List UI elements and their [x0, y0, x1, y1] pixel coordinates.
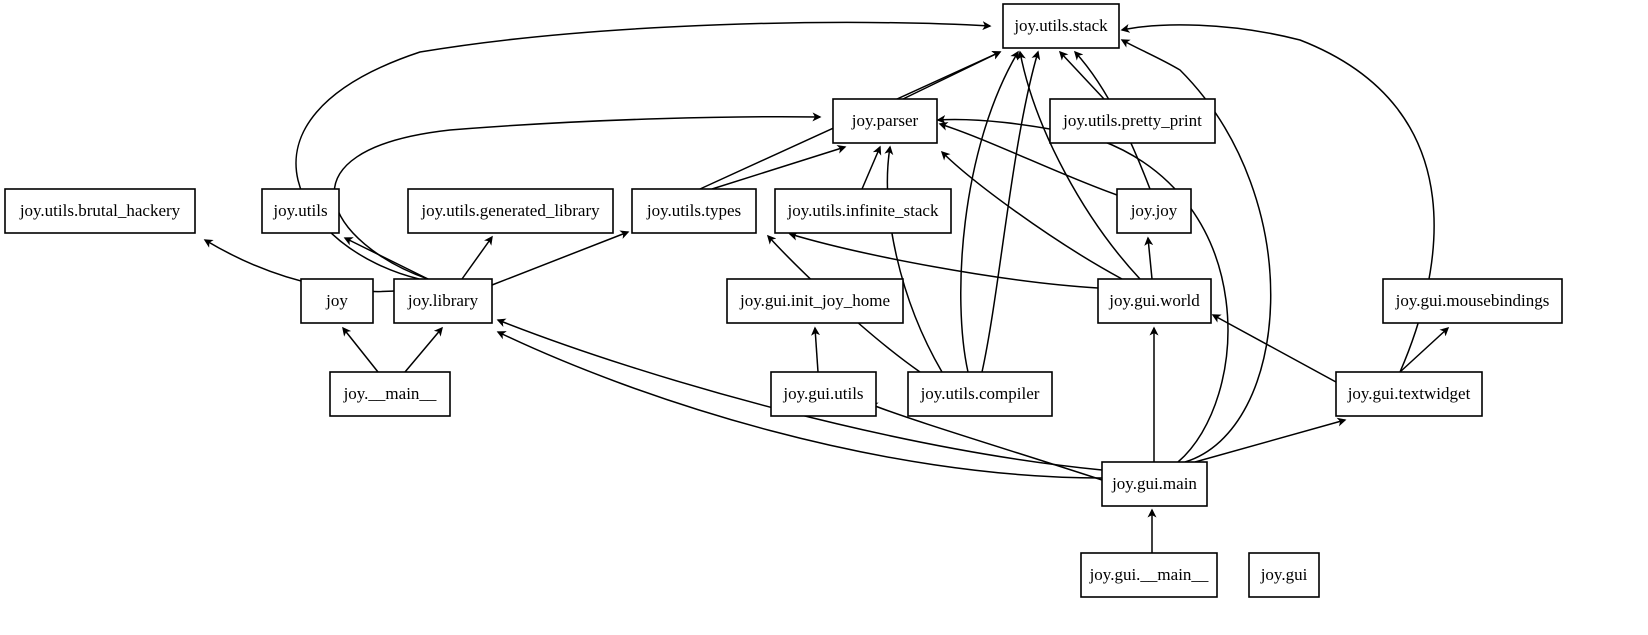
- node-box[interactable]: [726, 278, 904, 324]
- node-label: joy: [325, 291, 348, 310]
- graph-edge: [343, 237, 431, 281]
- graph-edge: [1058, 50, 1105, 100]
- node-box[interactable]: [631, 188, 757, 234]
- node-label: joy.joy: [1130, 201, 1178, 220]
- graph-edge: [295, 21, 992, 280]
- graph-edge: [491, 230, 630, 286]
- graph-node[interactable]: joy.utils.infinite_stack: [774, 188, 952, 234]
- graph-node[interactable]: joy.joy: [1116, 188, 1192, 234]
- graph-edge: [342, 326, 379, 373]
- node-box[interactable]: [832, 98, 938, 144]
- graph-edge: [333, 112, 822, 280]
- graph-edge: [711, 144, 847, 190]
- graph-edge: [788, 231, 1099, 289]
- node-box[interactable]: [329, 371, 451, 417]
- node-label: joy.gui: [1260, 565, 1308, 584]
- graph-edge: [960, 50, 1019, 373]
- node-box[interactable]: [1382, 278, 1563, 324]
- graph-node[interactable]: joy.gui.world: [1097, 278, 1212, 324]
- node-label: joy.utils.brutal_hackery: [19, 201, 181, 220]
- graph-node[interactable]: joy.utils.generated_library: [407, 188, 614, 234]
- node-label: joy.library: [407, 291, 479, 310]
- graph-node[interactable]: joy.__main__: [329, 371, 451, 417]
- graph-edge: [884, 145, 943, 373]
- node-box[interactable]: [1002, 3, 1120, 49]
- graph-node[interactable]: joy.utils.brutal_hackery: [4, 188, 196, 234]
- node-label: joy.gui.world: [1108, 291, 1200, 310]
- graph-edge: [981, 50, 1041, 373]
- graph-edge: [1211, 314, 1337, 383]
- graph-edge: [868, 402, 1103, 481]
- graph-edge: [940, 150, 1123, 280]
- graph-node[interactable]: joy.gui: [1248, 552, 1320, 598]
- node-box[interactable]: [393, 278, 493, 324]
- graph-node[interactable]: joy.gui.mousebindings: [1382, 278, 1563, 324]
- graph-edge: [1194, 417, 1347, 463]
- graph-edge: [1017, 50, 1141, 280]
- graph-edge: [811, 326, 820, 373]
- graph-edge: [1144, 236, 1154, 280]
- graph-node[interactable]: joy.gui.init_joy_home: [726, 278, 904, 324]
- node-label: joy.gui.init_joy_home: [739, 291, 890, 310]
- node-box[interactable]: [300, 278, 374, 324]
- node-label: joy.utils.pretty_print: [1062, 111, 1202, 130]
- graph-node[interactable]: joy.gui.textwidget: [1335, 371, 1483, 417]
- node-box[interactable]: [1080, 552, 1218, 598]
- node-label: joy.utils.generated_library: [420, 201, 600, 220]
- graph-edge: [1120, 39, 1272, 463]
- node-label: joy.__main__: [343, 384, 437, 403]
- node-box[interactable]: [261, 188, 340, 234]
- node-label: joy.utils.infinite_stack: [787, 201, 939, 220]
- graph-node[interactable]: joy.utils.compiler: [907, 371, 1053, 417]
- node-box[interactable]: [4, 188, 196, 234]
- graph-edge: [404, 326, 443, 373]
- node-label: joy.parser: [851, 111, 919, 130]
- node-label: joy.utils.types: [646, 201, 741, 220]
- graph-node[interactable]: joy.gui.__main__: [1080, 552, 1218, 598]
- graph-edge: [938, 122, 1118, 196]
- node-box[interactable]: [770, 371, 877, 417]
- node-label: joy.utils.stack: [1013, 16, 1108, 35]
- graph-edge: [1399, 326, 1450, 373]
- node-box[interactable]: [1097, 278, 1212, 324]
- node-box[interactable]: [1335, 371, 1483, 417]
- graph-node[interactable]: joy.utils.stack: [1002, 3, 1120, 49]
- graph-node[interactable]: joy.gui.utils: [770, 371, 877, 417]
- node-label: joy.gui.textwidget: [1347, 384, 1471, 403]
- node-box[interactable]: [1101, 461, 1208, 507]
- graph-edge: [496, 331, 1103, 479]
- graph-node[interactable]: joy: [300, 278, 374, 324]
- graph-node[interactable]: joy.parser: [832, 98, 938, 144]
- graph-edge: [461, 235, 493, 280]
- node-label: joy.gui.mousebindings: [1395, 291, 1550, 310]
- node-label: joy.gui.main: [1111, 474, 1197, 493]
- node-box[interactable]: [1248, 552, 1320, 598]
- node-box[interactable]: [407, 188, 614, 234]
- nodes-layer: joy.utils.stack joy.parser joy.utils.prett…: [4, 3, 1563, 598]
- graph-node[interactable]: joy.utils.types: [631, 188, 757, 234]
- node-label: joy.gui.__main__: [1089, 565, 1209, 584]
- node-box[interactable]: [907, 371, 1053, 417]
- node-box[interactable]: [1116, 188, 1192, 234]
- node-label: joy.utils: [272, 201, 327, 220]
- graph-node[interactable]: joy.library: [393, 278, 493, 324]
- graph-edge: [861, 145, 882, 190]
- node-box[interactable]: [1049, 98, 1216, 144]
- graph-edge: [936, 115, 1229, 463]
- graph-node[interactable]: joy.utils.pretty_print: [1049, 98, 1216, 144]
- node-label: joy.utils.compiler: [920, 384, 1040, 403]
- graph-node[interactable]: joy.utils: [261, 188, 340, 234]
- graph-edge: [902, 51, 1002, 100]
- node-label: joy.gui.utils: [782, 384, 863, 403]
- node-box[interactable]: [774, 188, 952, 234]
- graph-node[interactable]: joy.gui.main: [1101, 461, 1208, 507]
